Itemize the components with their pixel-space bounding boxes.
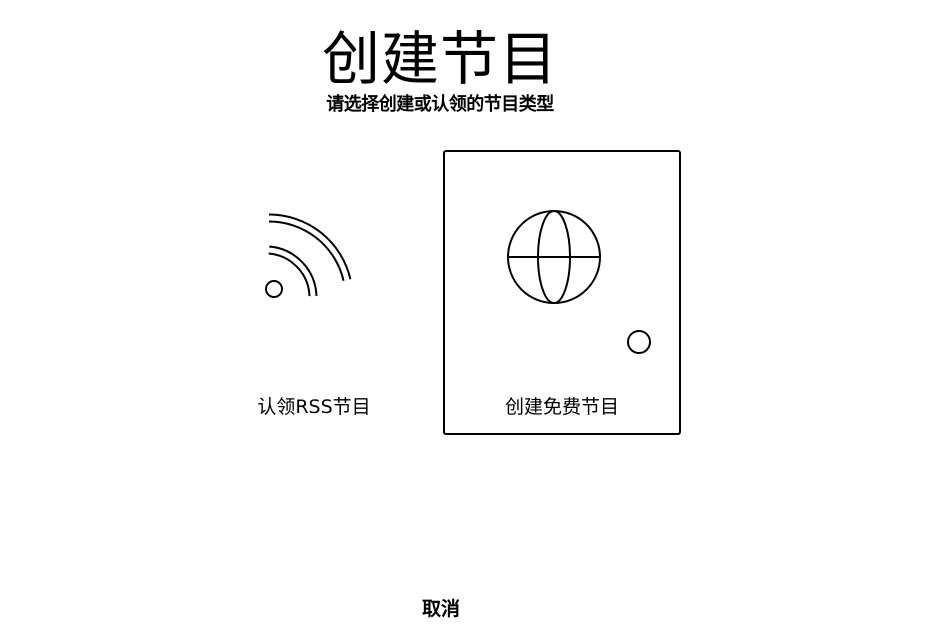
claim-rss-program-label: 认领RSS节目 bbox=[257, 396, 371, 418]
cancel-button[interactable]: 取消 bbox=[401, 594, 481, 624]
selection-indicator bbox=[627, 330, 651, 354]
create-free-program-option[interactable]: 创建免费节目 bbox=[443, 150, 681, 435]
dialog-title: 创建节目 bbox=[321, 25, 558, 93]
claim-rss-program-option[interactable]: 认领RSS节目 bbox=[195, 150, 433, 435]
create-free-program-label: 创建免费节目 bbox=[504, 396, 619, 418]
dialog-subtitle: 请选择创建或认领的节目类型 bbox=[326, 94, 554, 115]
